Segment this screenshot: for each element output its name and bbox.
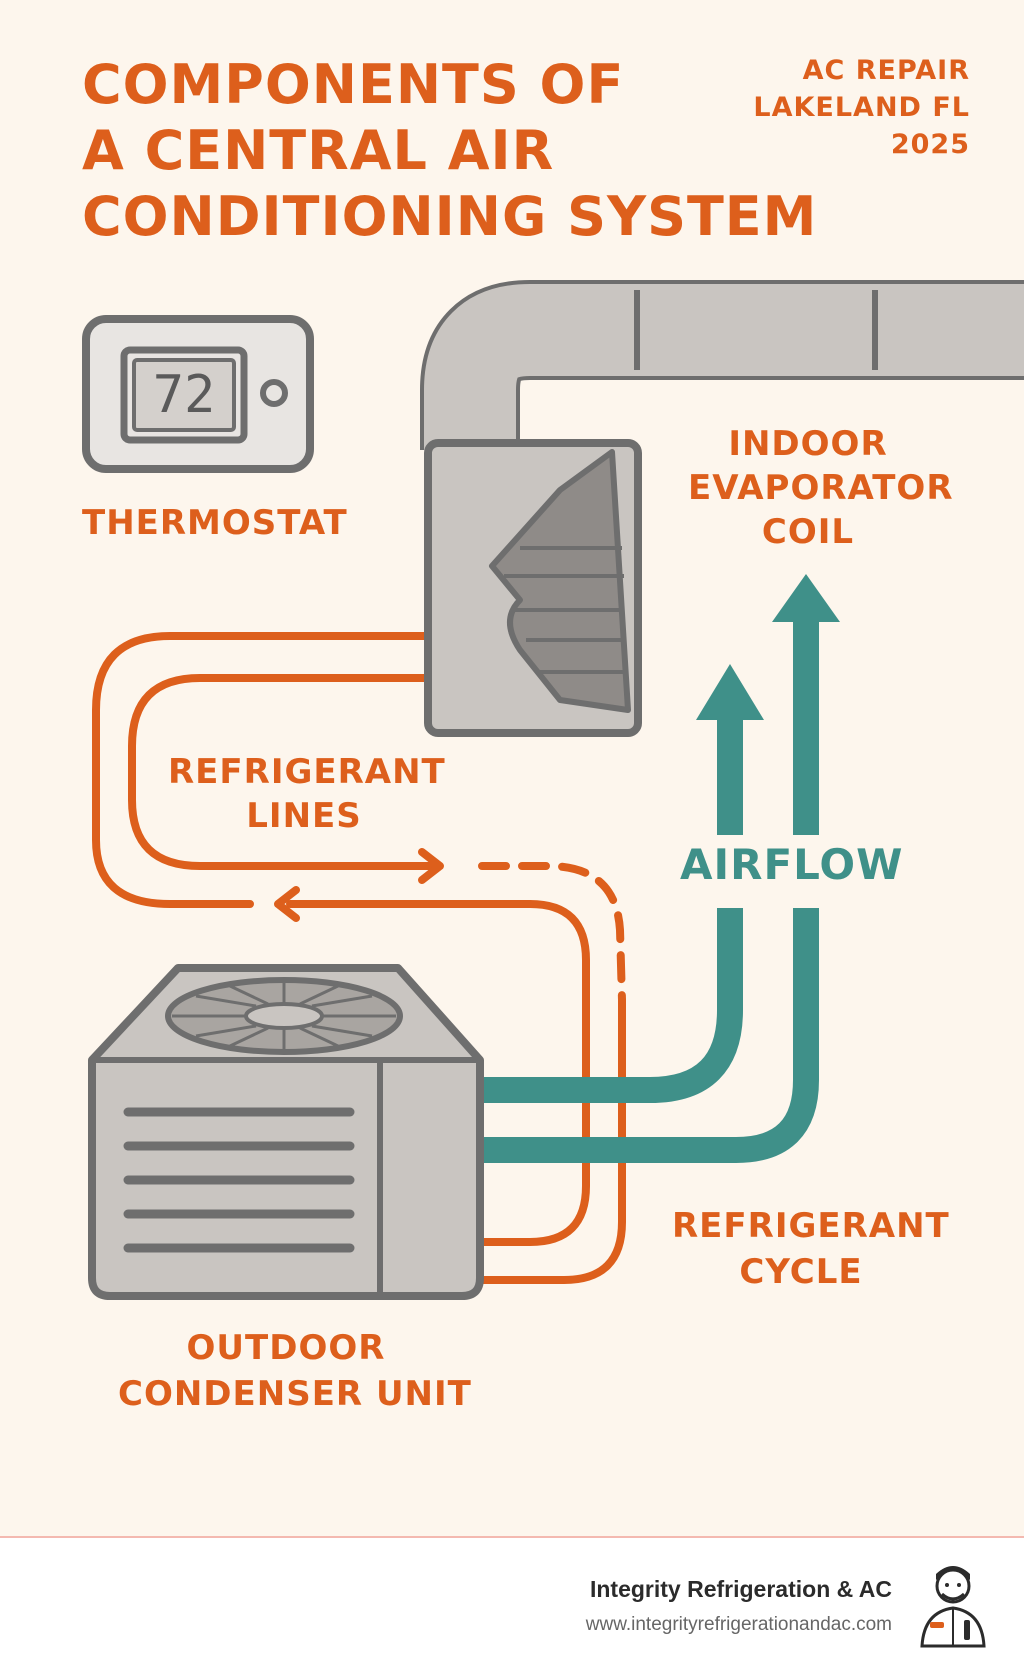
label-line: CONDENSER UNIT xyxy=(118,1374,472,1414)
label-line: INDOOR xyxy=(728,424,888,464)
evaporator-coil-label: INDOOR EVAPORATOR COIL xyxy=(688,422,954,554)
page-title: COMPONENTS OF A CENTRAL AIR CONDITIONING… xyxy=(82,52,817,250)
refrigerant-lines-label: REFRIGERANT LINES xyxy=(168,750,446,838)
thermostat-label: THERMOSTAT xyxy=(82,503,348,543)
airflow-arrowheads xyxy=(696,574,840,720)
label-line: COIL xyxy=(761,512,855,552)
title-line: CONDITIONING SYSTEM xyxy=(82,185,818,248)
fan-icon xyxy=(165,977,403,1055)
title-line: COMPONENTS OF xyxy=(82,53,625,116)
thermostat-icon: 72 xyxy=(82,315,314,473)
evaporator-coil-icon xyxy=(424,439,642,737)
tag-line: AC REPAIR xyxy=(802,55,970,86)
label-line: LINES xyxy=(246,796,362,836)
airflow-label: AIRFLOW xyxy=(680,840,904,889)
thermostat-display: 72 xyxy=(153,365,216,425)
label-line: REFRIGERANT xyxy=(672,1206,950,1246)
title-line: A CENTRAL AIR xyxy=(82,119,555,182)
company-name: Integrity Refrigeration & AC xyxy=(589,1576,892,1602)
tag-line: LAKELAND FL xyxy=(753,92,970,123)
technician-logo-icon xyxy=(920,1566,986,1648)
refrigerant-line-loop xyxy=(92,632,626,1284)
location-year-tag: AC REPAIR LAKELAND FL 2025 xyxy=(753,52,970,163)
website-link[interactable]: www.integrityrefrigerationandac.com xyxy=(585,1614,892,1635)
label-line: REFRIGERANT xyxy=(168,752,446,792)
label-line: OUTDOOR xyxy=(186,1328,386,1368)
condenser-unit-icon xyxy=(88,964,484,1300)
diagram-poster: 72 xyxy=(82,52,1024,1417)
system-diagram: 72 xyxy=(82,280,1024,1300)
footer-bar: Integrity Refrigeration & AC www.integri… xyxy=(0,1536,1024,1666)
duct-icon xyxy=(420,280,1024,450)
airflow-arrow-icon xyxy=(480,622,819,1163)
tag-line: 2025 xyxy=(890,129,970,160)
refrigerant-cycle-label: REFRIGERANT CYCLE xyxy=(672,1203,950,1295)
label-line: CYCLE xyxy=(739,1252,863,1292)
condenser-unit-label: OUTDOOR CONDENSER UNIT xyxy=(118,1325,472,1417)
label-line: EVAPORATOR xyxy=(688,468,954,508)
